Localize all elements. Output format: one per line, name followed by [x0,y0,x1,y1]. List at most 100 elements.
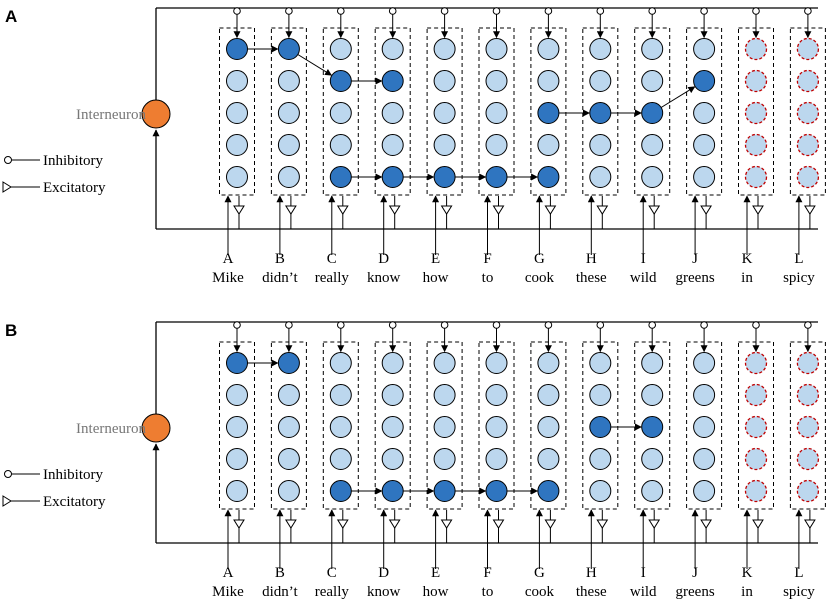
excitatory-synapse [596,205,609,215]
inactive-node [433,70,456,92]
inactive-node [277,416,300,438]
column-letter: A [223,565,234,581]
inactive-node [277,448,300,470]
column-word: these [576,270,607,286]
column-module-box [582,27,619,196]
excitatory-synapse [700,205,713,215]
future-node [744,351,768,375]
inactive-node [329,352,352,374]
future-node [796,101,820,125]
future-node [796,415,820,439]
excitatory-synapse [648,205,661,215]
inhibitory-synapse [804,7,812,15]
inhibitory-synapse [700,321,708,329]
inactive-node [329,134,352,156]
inactive-node [277,480,300,502]
inactive-node [485,70,508,92]
future-node [744,69,768,93]
inactive-node [537,384,560,406]
column-word: Mike [212,270,244,286]
inactive-node [277,384,300,406]
inactive-node [277,70,300,92]
future-node [744,415,768,439]
inactive-node [226,416,248,438]
inactive-node [485,416,508,438]
column-module-box [322,341,359,510]
column-letter: L [794,565,803,581]
active-node [537,480,560,502]
inactive-node [485,38,508,60]
inactive-node [485,352,508,374]
excitatory-synapse [388,205,401,215]
inactive-node [537,352,560,374]
future-node [744,165,768,189]
column-word: these [576,584,607,600]
inactive-node [589,448,612,470]
inactive-node [693,134,716,156]
column-module-box [426,341,463,510]
excitatory-synapse [388,519,401,529]
inactive-node [693,166,716,188]
inhibitory-legend-icon [4,156,12,164]
inactive-node [693,480,716,502]
inhibitory-synapse [388,321,397,329]
column-letter: I [641,251,646,267]
excitatory-synapse [492,205,505,215]
future-node [796,165,820,189]
excitatory-synapse [648,519,661,529]
inactive-node [381,448,404,470]
excitatory-synapse [803,519,816,529]
inhibitory-synapse [440,321,449,329]
inhibitory-legend-label: Inhibitory [43,467,103,483]
inactive-node [381,352,404,374]
inactive-node [226,70,248,92]
inhibitory-synapse [700,7,708,15]
inactive-node [226,384,248,406]
inhibitory-synapse [596,321,605,329]
column-letter: J [692,251,698,267]
column-module-box [738,341,774,510]
column-k: Kin [738,7,774,286]
inhibitory-legend-label: Inhibitory [43,153,103,169]
active-node [226,352,248,374]
inactive-node [641,38,664,60]
active-node [277,38,300,60]
future-node [796,383,820,407]
active-node [641,102,664,124]
column-f: Fto [478,7,515,286]
column-module-box [374,341,411,510]
inhibitory-synapse [285,321,293,329]
column-word: spicy [783,584,815,600]
excitatory-synapse [700,519,713,529]
column-f: Fto [478,321,515,600]
column-a: A Mike [212,7,255,286]
column-word: how [423,270,449,286]
column-letter: D [378,251,389,267]
future-node [796,37,820,61]
inactive-node [381,384,404,406]
column-module-box [582,341,619,510]
column-letter: A [223,251,234,267]
column-module-box [686,341,723,510]
inactive-node [381,134,404,156]
inactive-node [589,38,612,60]
inhibitory-synapse [337,7,345,15]
active-node [329,70,352,92]
column-module-box [270,27,307,196]
inactive-node [693,384,716,406]
future-node [744,133,768,157]
column-letter: F [483,565,491,581]
column-letter: C [327,251,337,267]
column-module-box [634,341,671,510]
future-node [796,447,820,471]
interneuron-label: Interneuron [76,107,146,123]
future-node [796,351,820,375]
inactive-node [277,166,300,188]
column-word: wild [630,270,657,286]
inactive-node [381,38,404,60]
